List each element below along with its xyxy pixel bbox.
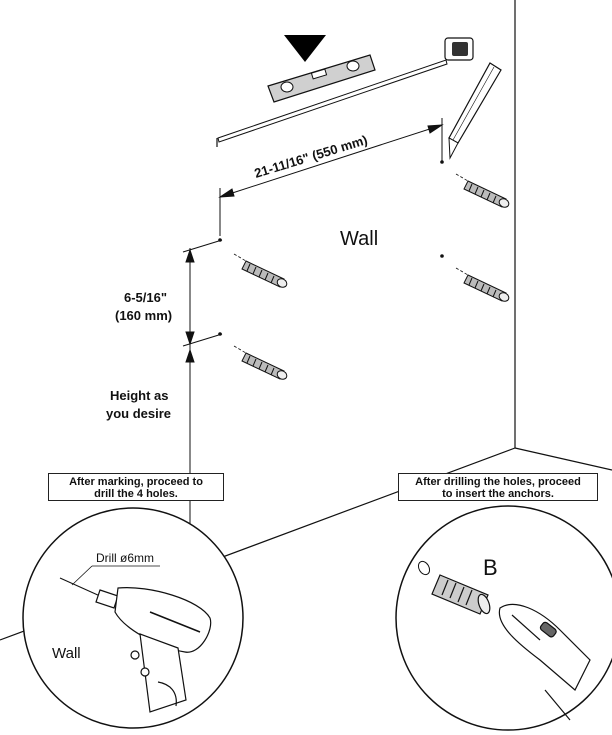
wall-label: Wall bbox=[340, 228, 378, 250]
horizontal-dimension-label: 21-11/16" (550 mm) bbox=[252, 132, 369, 181]
pencil-icon bbox=[448, 62, 502, 160]
drill-icon bbox=[59, 577, 212, 713]
right-note-line-2: to insert the anchors. bbox=[442, 488, 554, 500]
left-instruction-note: After marking, proceed to drill the 4 ho… bbox=[48, 473, 224, 501]
drill-size-label: Drill ø6mm bbox=[96, 551, 154, 565]
height-label-2: you desire bbox=[106, 406, 171, 421]
hole-marks bbox=[218, 160, 444, 336]
left-note-line-1: After marking, proceed to bbox=[69, 476, 203, 488]
wall-anchor-icon bbox=[233, 253, 289, 290]
spirit-level-icon bbox=[267, 35, 376, 103]
hammer-icon bbox=[498, 603, 591, 721]
vertical-dimension-label-1: 6-5/16" bbox=[124, 290, 167, 305]
detail-wall-label: Wall bbox=[52, 645, 81, 662]
wall-anchor-icon bbox=[233, 345, 289, 382]
wall-anchor-icon bbox=[455, 173, 511, 210]
hole-mark bbox=[440, 254, 444, 258]
anchor-detail-circle bbox=[395, 505, 612, 731]
tape-measure-icon bbox=[216, 37, 474, 147]
vertical-dimension-label-2: (160 mm) bbox=[115, 308, 172, 323]
left-note-line-2: drill the 4 holes. bbox=[94, 488, 178, 500]
wall-anchor-icon bbox=[455, 267, 511, 304]
hole-mark bbox=[218, 332, 222, 336]
right-instruction-note: After drilling the holes, proceed to ins… bbox=[398, 473, 598, 501]
height-label-1: Height as bbox=[110, 388, 169, 403]
hole-mark bbox=[440, 160, 444, 164]
anchor-letter-label: B bbox=[483, 555, 498, 580]
horizontal-dimension-line bbox=[218, 118, 444, 236]
right-note-line-1: After drilling the holes, proceed bbox=[415, 476, 581, 488]
hole-mark bbox=[218, 238, 222, 242]
drill-detail-circle bbox=[22, 507, 244, 729]
anchor-icon bbox=[431, 574, 491, 615]
